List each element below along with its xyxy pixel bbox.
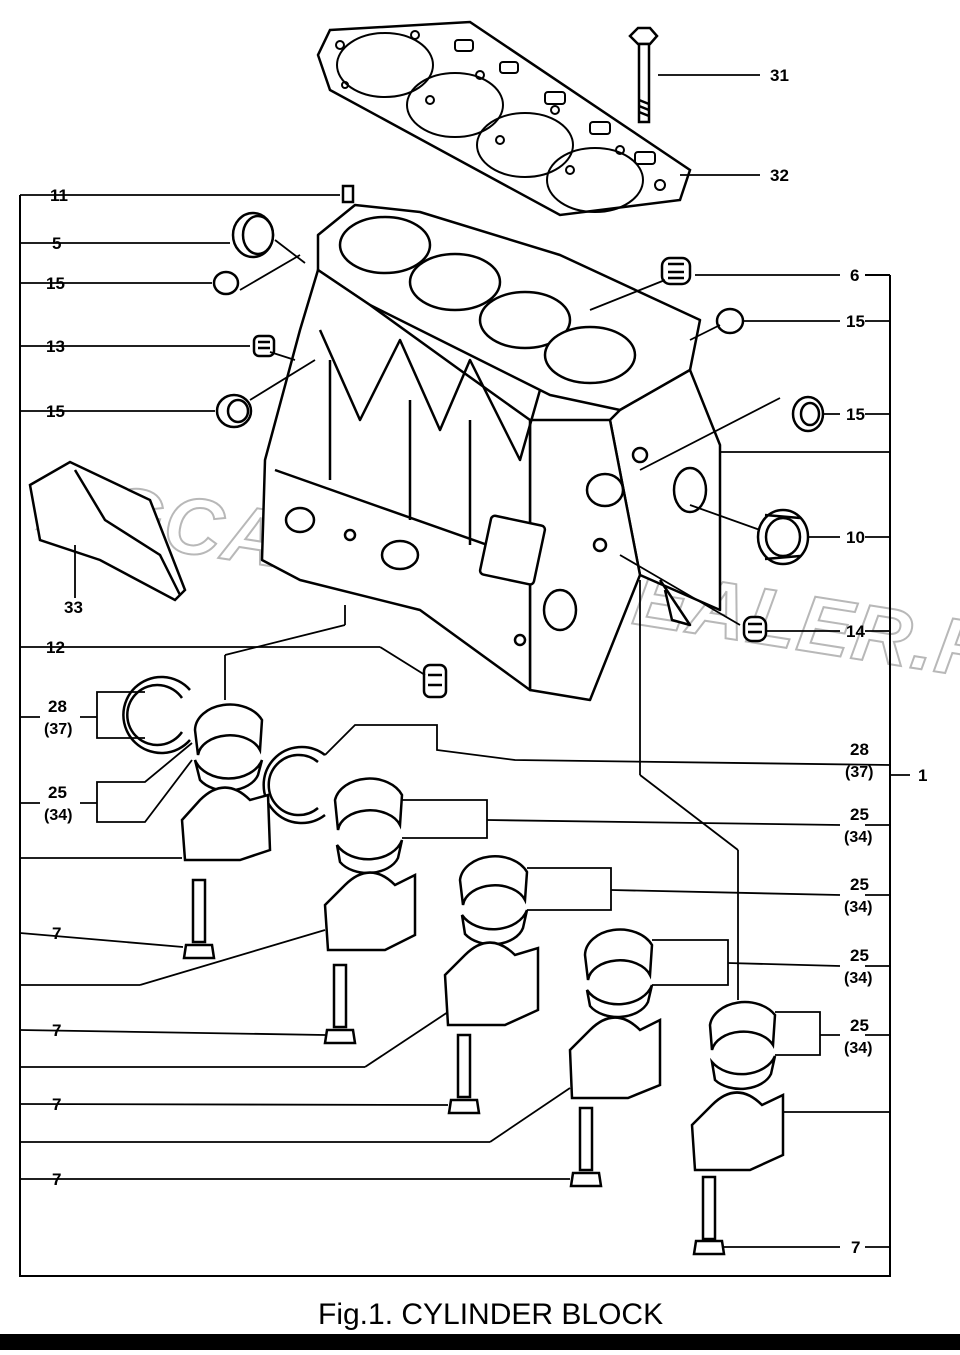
callout-25d: 25 — [850, 946, 869, 965]
callout-33: 33 — [64, 598, 83, 617]
callout-11: 11 — [50, 186, 68, 205]
callout-31: 31 — [770, 66, 789, 85]
callout-25b-sub: (34) — [844, 829, 872, 846]
callout-28a-sub: (37) — [44, 721, 72, 738]
figure-caption: Fig.1. CYLINDER BLOCK — [318, 1298, 663, 1331]
plug-small-a — [212, 270, 240, 296]
thrust-washers — [122, 675, 326, 825]
callout-15c: 15 — [846, 312, 865, 331]
seal-ring-d — [791, 395, 825, 433]
callout-7a: 7 — [52, 924, 61, 943]
callout-6: 6 — [850, 266, 859, 285]
callout-25c-sub: (34) — [844, 899, 872, 916]
callout-25e-sub: (34) — [844, 1040, 872, 1057]
plug-small-c — [715, 307, 745, 335]
callout-14: 14 — [846, 622, 865, 641]
plug-12 — [422, 663, 448, 699]
callout-7e: 7 — [851, 1238, 860, 1257]
head-bolt — [628, 26, 659, 124]
callout-32: 32 — [770, 166, 789, 185]
plug-large — [231, 211, 275, 259]
callout-25b: 25 — [850, 805, 869, 824]
callout-25e: 25 — [850, 1016, 869, 1035]
left-labels: 11 5 15 13 15 33 12 28 (37) 25 (34) 7 7 … — [44, 186, 83, 1189]
callout-7c: 7 — [52, 1095, 61, 1114]
callout-7b: 7 — [52, 1021, 61, 1040]
cylinder-block — [260, 203, 722, 702]
callout-13: 13 — [46, 337, 65, 356]
leader-lines — [19, 74, 910, 1248]
callout-5: 5 — [52, 234, 61, 253]
seal-ring-a — [215, 393, 253, 429]
bottom-bar — [0, 1334, 960, 1350]
callout-15d: 15 — [846, 405, 865, 424]
main-bearings — [180, 703, 785, 1172]
plug-14 — [742, 615, 768, 643]
callout-28b-sub: (37) — [845, 764, 873, 781]
camshaft-bushing — [756, 508, 810, 566]
callout-28a: 28 — [48, 697, 67, 716]
callout-25a: 25 — [48, 783, 67, 802]
plug-threaded — [252, 334, 276, 358]
callout-10: 10 — [846, 528, 865, 547]
callout-1: 1 — [918, 766, 927, 785]
callout-15a: 15 — [46, 274, 65, 293]
callout-7d: 7 — [52, 1170, 61, 1189]
callout-28b: 28 — [850, 740, 869, 759]
callout-25c: 25 — [850, 875, 869, 894]
callout-15b: 15 — [46, 402, 65, 421]
callout-25d-sub: (34) — [844, 970, 872, 987]
cap-bolts — [182, 878, 726, 1256]
dowel-pin — [341, 184, 355, 204]
right-labels: 31 32 6 15 15 10 14 28 (37) 1 25 (34) 25… — [770, 66, 927, 1257]
callout-25a-sub: (34) — [44, 807, 72, 824]
head-gasket — [316, 20, 692, 217]
callout-12: 12 — [46, 638, 65, 657]
plug-right — [660, 256, 692, 286]
